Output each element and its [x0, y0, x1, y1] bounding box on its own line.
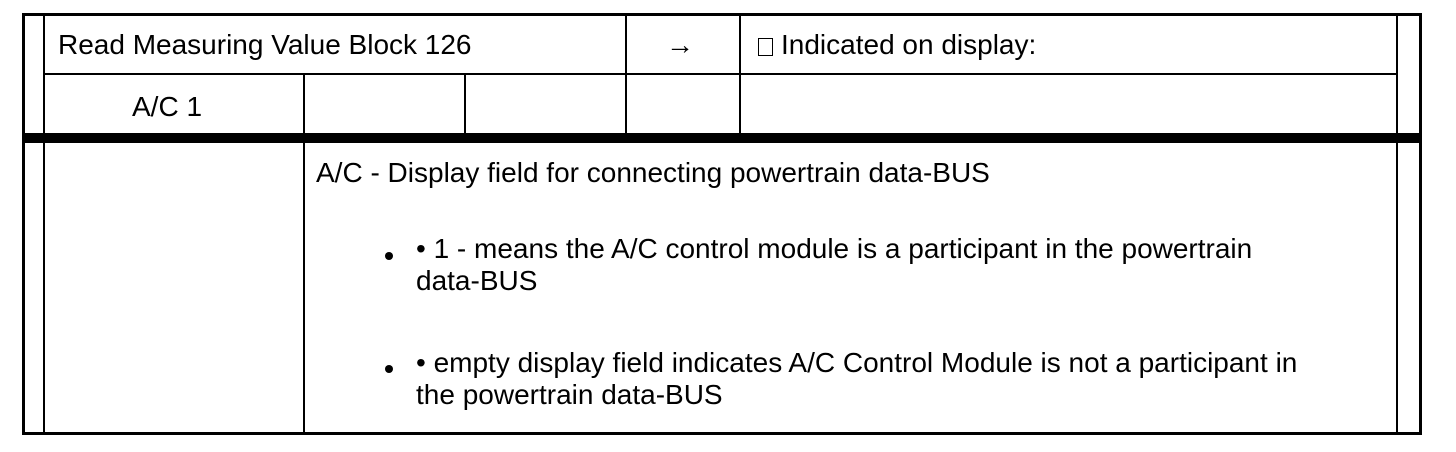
bullet-icon — [385, 365, 393, 373]
header-col-divider-2 — [739, 13, 741, 133]
header-col-divider-1 — [625, 13, 627, 133]
table-border-bottom — [22, 432, 1422, 435]
row-divider-thick — [22, 133, 1422, 143]
measuring-value-table: Read Measuring Value Block 126 → Indicat… — [22, 13, 1422, 435]
description-bullet-2: • empty display field indicates A/C Cont… — [416, 347, 1298, 410]
field-label: A/C 1 — [132, 91, 203, 122]
bullet-icon — [385, 252, 393, 260]
checkbox-icon — [758, 38, 773, 56]
arrow-symbol: → — [666, 29, 694, 60]
table-border-right — [1419, 13, 1422, 435]
description-bullet-1: • 1 - means the A/C control module is a … — [416, 233, 1253, 296]
row2-col-divider-1 — [303, 73, 305, 133]
row2-col-divider-2 — [464, 73, 466, 133]
block-title: Read Measuring Value Block 126 — [58, 29, 472, 60]
description-heading: A/C - Display field for connecting power… — [316, 157, 990, 188]
right-margin-line — [1396, 13, 1398, 435]
body-col-divider — [303, 143, 305, 435]
indicated-label: Indicated on display: — [781, 29, 1037, 60]
left-margin-line — [43, 13, 45, 435]
table-border-left — [22, 13, 25, 435]
indicated-on-display: Indicated on display: — [758, 29, 1036, 61]
table-border-top — [22, 13, 1422, 16]
row-divider-1 — [43, 73, 1398, 75]
